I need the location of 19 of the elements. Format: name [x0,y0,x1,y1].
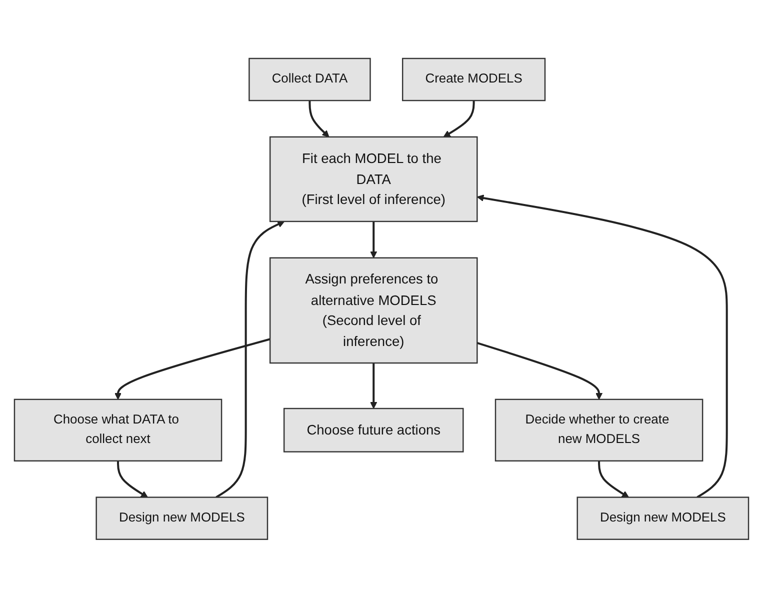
node-box: Fit each MODEL to the DATA (First level of inference) [269,136,478,222]
arrow [476,194,728,498]
node-box: Create MODELS [402,58,546,102]
node-box: Decide whether to create new MODELS [494,398,704,462]
arrow [117,460,148,498]
arrow [598,460,629,498]
node-box: Assign preferences to alternative MODELS (Second level of inference) [269,257,478,364]
arrow [476,342,603,400]
arrow [370,363,378,409]
node-box: Choose future actions [283,408,464,452]
node-box: Collect DATA [248,58,371,102]
arrow [308,100,330,138]
arrow [114,338,270,400]
node-box: Choose what DATA to collect next [14,398,222,462]
node-box: Design new MODELS [576,496,750,540]
node-box: Design new MODELS [96,496,268,540]
arrow [443,100,475,138]
arrow [370,222,378,258]
arrow [216,221,285,498]
